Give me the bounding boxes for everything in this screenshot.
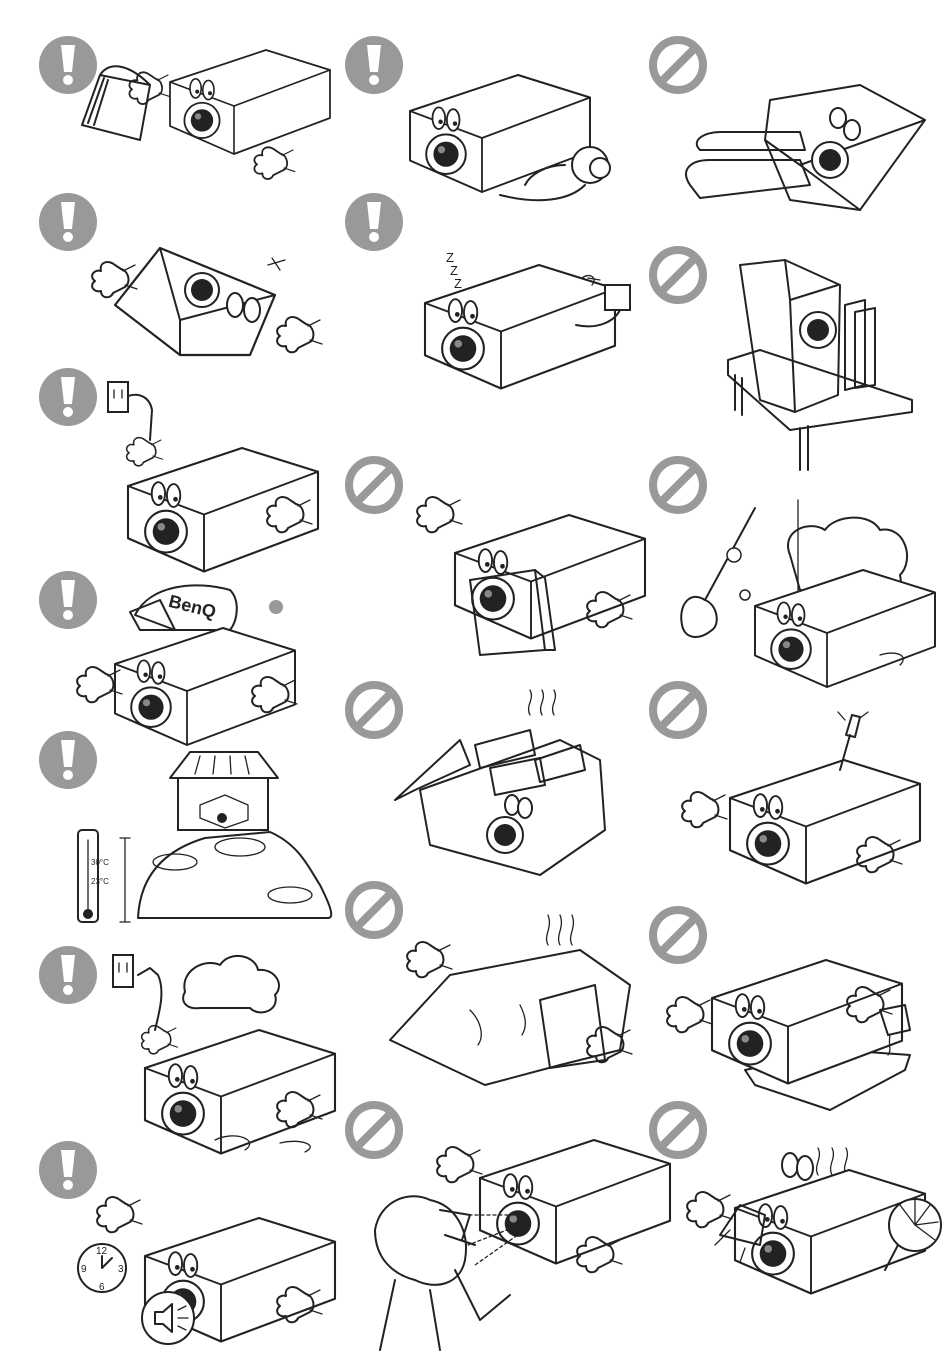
clock-9-label: 9 — [81, 1264, 87, 1275]
illustration-tilted-projector — [92, 248, 322, 355]
prohibited-icon — [349, 885, 399, 935]
temperature-low-label: 23°C — [91, 877, 109, 886]
illustration-book-projector — [82, 50, 330, 179]
prohibited-icon — [653, 1105, 703, 1155]
illustration-disassembly-projector — [682, 712, 920, 884]
caution-icon — [39, 571, 97, 629]
illustration-blocked-lens-projector — [417, 497, 645, 655]
prohibited-icon — [653, 460, 703, 510]
caution-icon — [345, 36, 403, 94]
illustration-benq-cap-projector: BenQ — [77, 585, 297, 745]
caution-icon — [345, 193, 403, 251]
brand-cap-text: BenQ — [167, 591, 218, 622]
illustration-dusty-projector — [681, 500, 935, 687]
prohibited-icon — [653, 910, 703, 960]
snore-z-3: Z — [454, 276, 462, 291]
caution-icon — [39, 946, 97, 1004]
prohibited-icon — [653, 250, 703, 300]
caution-icon — [39, 1141, 97, 1199]
illustration-covered-projector — [390, 915, 632, 1085]
illustration-vent-projector — [410, 75, 610, 200]
prohibited-icon — [349, 460, 399, 510]
illustration-sleeping-projector: Z Z Z — [425, 250, 630, 389]
temperature-high-label: 30°C — [91, 858, 109, 867]
prohibited-icon — [653, 40, 703, 90]
caution-icon — [39, 731, 97, 789]
illustration-altitude-temperature: 30°C 23°C — [78, 752, 331, 922]
illustration-unplug-projector — [113, 955, 335, 1154]
illustration-socket-projector — [108, 382, 318, 572]
prohibited-icon — [349, 685, 399, 735]
illustration-liquid-projector — [667, 960, 910, 1110]
illustration-hot-vent-projector — [687, 1148, 941, 1294]
caution-icon — [39, 36, 97, 94]
illustration-clock-projector: 12 3 6 9 — [78, 1197, 335, 1344]
clock-3-label: 3 — [118, 1264, 124, 1275]
prohibited-icon — [349, 1105, 399, 1155]
clock-6-label: 6 — [99, 1282, 105, 1293]
caution-icon — [39, 193, 97, 251]
illustration-eye-hazard — [375, 1140, 670, 1350]
caution-icon — [39, 368, 97, 426]
illustration-soft-surface-projector — [686, 85, 925, 210]
illustration-vertical-projector — [728, 260, 912, 470]
prohibited-icon — [653, 685, 703, 735]
illustration-enclosed-projector — [395, 690, 605, 875]
